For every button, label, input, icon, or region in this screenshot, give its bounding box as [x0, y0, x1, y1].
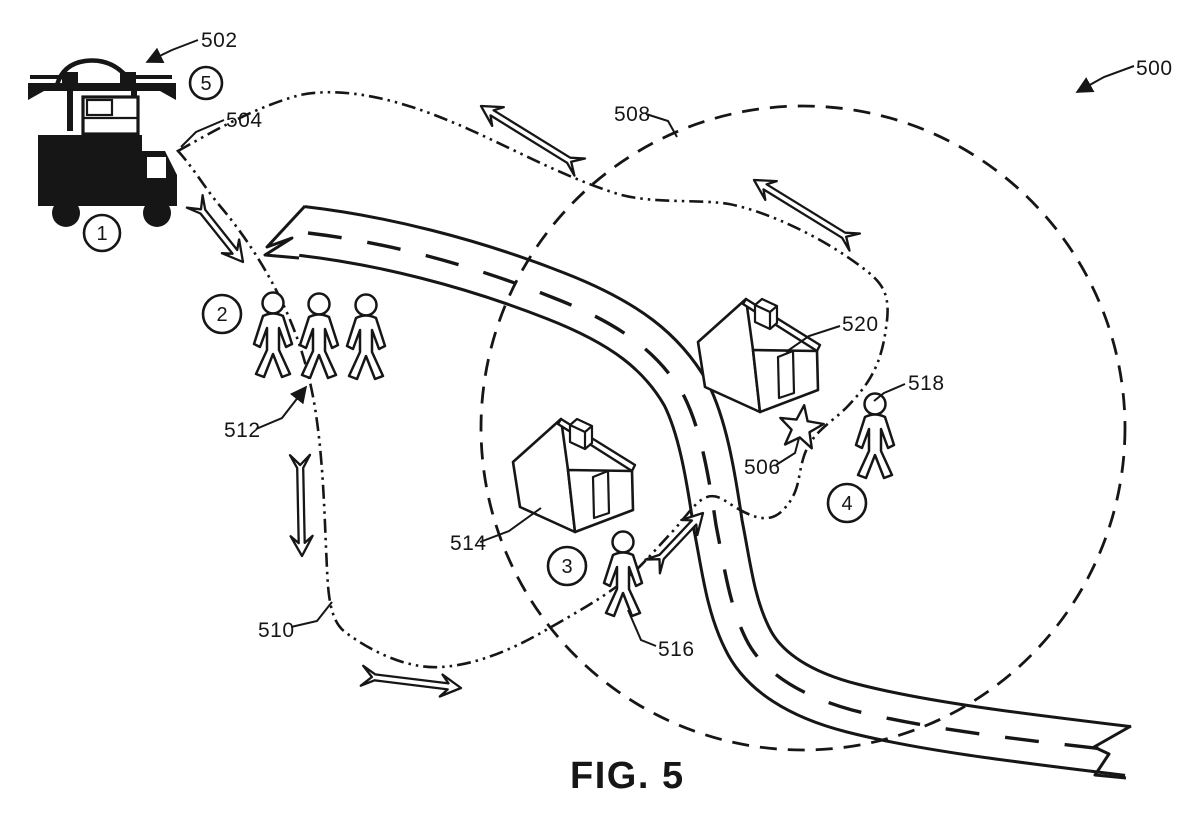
geofence-circle — [479, 104, 1127, 752]
road — [263, 204, 1154, 780]
route-direction-arrow — [479, 104, 587, 177]
leader-500 — [1075, 65, 1135, 93]
leader-512 — [255, 385, 308, 430]
ref-label-502: 502 — [201, 29, 238, 52]
person-bystander-3 — [345, 293, 387, 381]
ref-label-518: 518 — [908, 372, 945, 395]
route-direction-arrow — [644, 511, 705, 575]
road-end-left — [263, 204, 307, 260]
figure-caption: FIG. 5 — [570, 755, 685, 797]
person-bystander-1 — [252, 291, 294, 379]
route-direction-arrow — [359, 664, 463, 698]
svg-text:2: 2 — [216, 304, 227, 326]
route-direction-arrow — [288, 453, 314, 558]
leader-514 — [479, 507, 542, 543]
ref-label-508: 508 — [614, 103, 651, 126]
route-direction-arrows — [185, 104, 862, 698]
person-516 — [602, 530, 644, 618]
leader-502 — [145, 39, 199, 64]
person-518 — [854, 392, 896, 480]
leader-lines — [145, 39, 1135, 647]
svg-text:4: 4 — [841, 493, 852, 515]
leader-504 — [180, 119, 225, 148]
route-direction-arrow — [185, 194, 245, 264]
route-direction-arrow — [752, 178, 862, 252]
step-badge-2: 2 — [201, 293, 243, 335]
ref-label-512: 512 — [224, 419, 261, 442]
ref-label-510: 510 — [258, 619, 295, 642]
ref-label-506: 506 — [744, 456, 781, 479]
ref-label-500: 500 — [1136, 57, 1173, 80]
drone-icon — [28, 58, 176, 136]
leader-516 — [627, 609, 657, 647]
svg-text:3: 3 — [561, 556, 572, 578]
leader-518 — [873, 383, 906, 402]
road-end-right — [1092, 724, 1132, 780]
step-badge-1: 1 — [82, 213, 122, 253]
ref-label-514: 514 — [450, 532, 487, 555]
leader-508 — [645, 113, 678, 138]
svg-text:5: 5 — [200, 73, 211, 95]
step-badge-3: 3 — [546, 545, 588, 587]
leader-506 — [775, 437, 800, 466]
step-badge-5: 5 — [188, 65, 224, 101]
road-centerline — [307, 231, 1123, 753]
delivery-route-path — [175, 90, 889, 669]
person-bystander-2 — [298, 292, 340, 380]
truck-icon — [38, 135, 177, 227]
house-520 — [696, 297, 822, 414]
ref-label-504: 504 — [226, 109, 263, 132]
leader-510 — [290, 601, 333, 628]
step-badge-4: 4 — [826, 482, 868, 524]
leader-520 — [785, 325, 841, 353]
ref-label-520: 520 — [842, 313, 879, 336]
delivery-star-icon — [779, 404, 825, 450]
road-surface — [276, 205, 1154, 777]
svg-text:1: 1 — [96, 223, 107, 245]
ref-label-516: 516 — [658, 638, 695, 661]
